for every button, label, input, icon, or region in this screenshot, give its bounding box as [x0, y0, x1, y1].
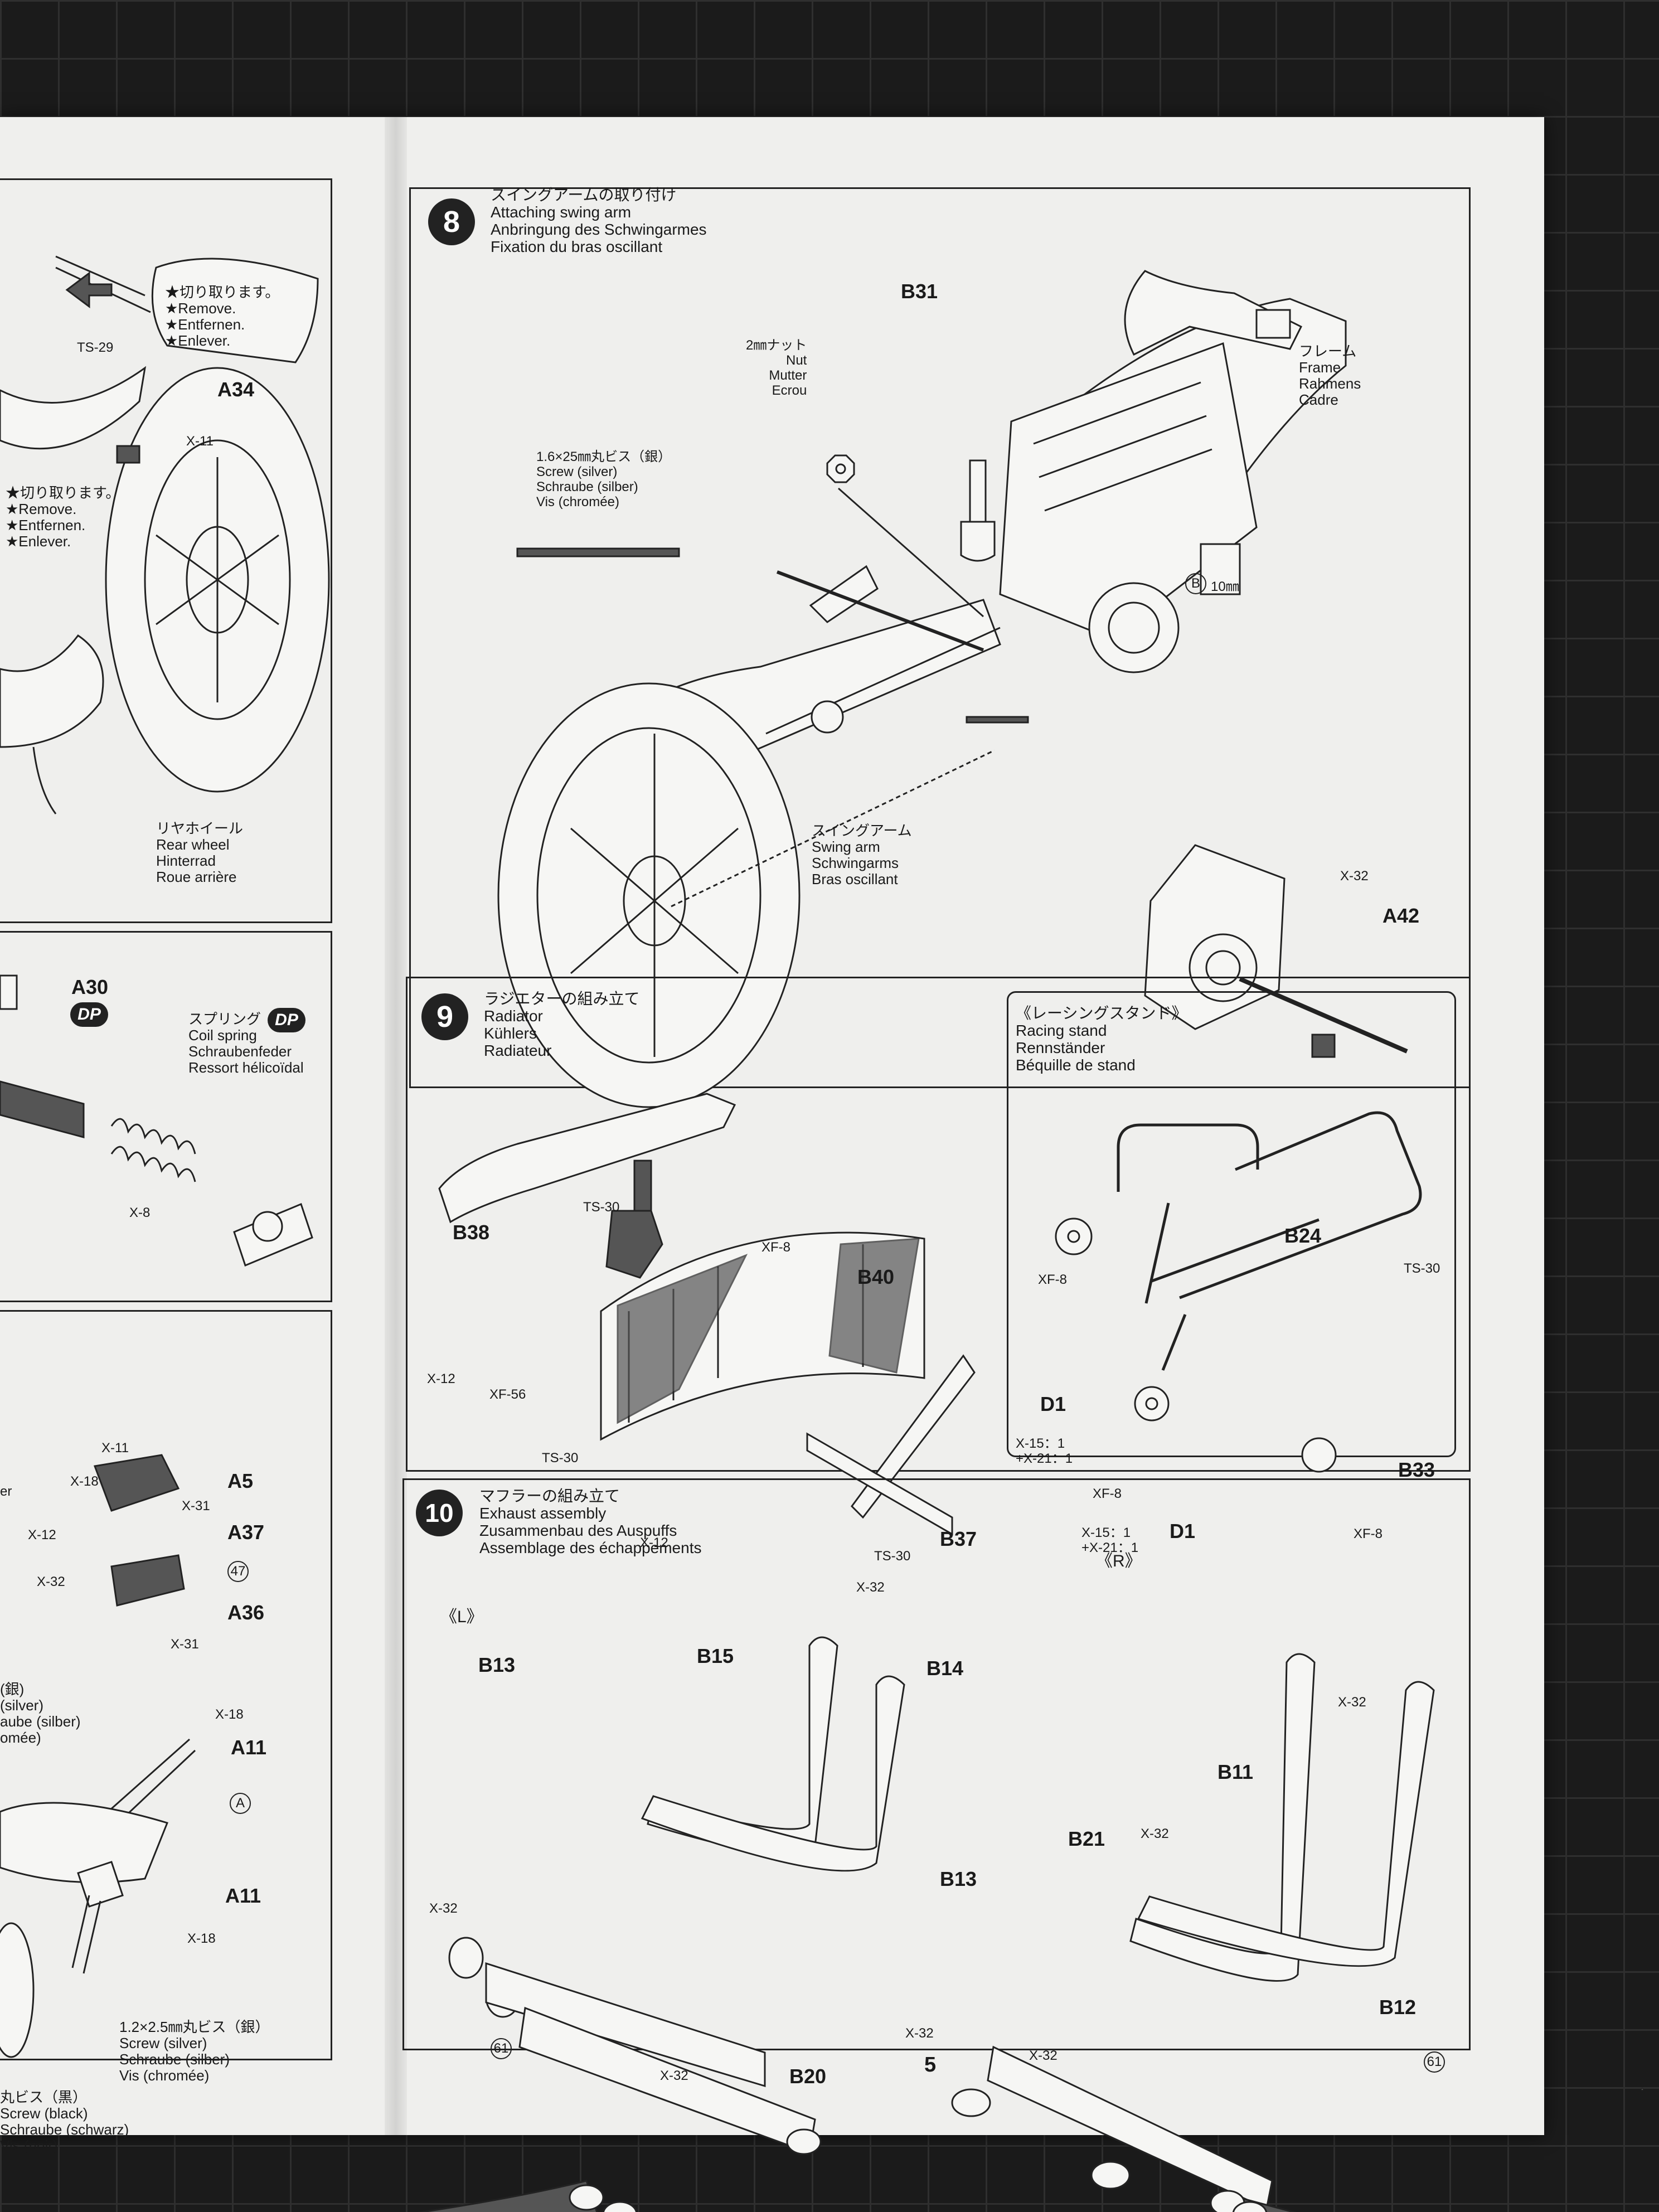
label-a11-a: A11 [231, 1736, 267, 1759]
label-x32-4: X-32 [1338, 1695, 1366, 1710]
nut-label: 2㎜ナット Nut Mutter Ecrou [746, 338, 807, 398]
left-middle-panel [0, 931, 332, 1302]
label-b20: B20 [789, 2065, 827, 2088]
label-x32: X-32 [37, 1574, 65, 1589]
label-er: er [0, 1484, 12, 1499]
label-x32-2: X-32 [429, 1901, 458, 1916]
label-x31-a: X-31 [182, 1498, 210, 1514]
label-xf8-stand-c: XF-8 [1354, 1526, 1383, 1541]
label-a5: A5 [227, 1469, 254, 1492]
dp-badge-2: DP [268, 1008, 305, 1032]
rear-wheel-drawing [0, 255, 330, 814]
label-x12-b: X-12 [640, 1535, 668, 1550]
label-x12-a: X-12 [427, 1371, 455, 1386]
label-b11: B11 [1217, 1760, 1254, 1783]
racing-stand-drawing [1055, 1111, 1644, 2091]
left-side-tag: 《L》 [440, 1608, 483, 1626]
cut-note-2: ★切り取ります。 ★Remove. ★Entfernen. ★Enlever. [6, 484, 120, 550]
label-a36: A36 [227, 1601, 265, 1624]
label-ts30-b: TS-30 [542, 1451, 579, 1466]
label-x32-7: X-32 [1029, 2048, 1058, 2063]
step8-panel [409, 187, 1471, 1088]
label-x18-b: X-18 [215, 1707, 244, 1722]
instruction-sheet: ★切り取ります。 ★Remove. ★Entfernen. ★Enlever. … [0, 117, 1644, 2212]
racing-stand-title: 《レーシングスタンド》 Racing stand Rennständer Béq… [1016, 1005, 1187, 1074]
exhaust-drawing [417, 1636, 1435, 2212]
label-d1-b: D1 [1170, 1520, 1196, 1542]
motorcycle-frame-drawing [497, 270, 1408, 1108]
label-b13-a: B13 [478, 1653, 516, 1676]
frame-label: フレーム Frame Rahmens Cadre [1299, 343, 1361, 408]
label-b13-b: B13 [940, 1867, 977, 1890]
label-ts30-c: TS-30 [874, 1549, 911, 1564]
mix-ratio-1: X-15：1 +X-21：1 [1016, 1436, 1073, 1466]
label-ts30-stand: TS-30 [1404, 1261, 1440, 1276]
footrest-drawing [0, 1454, 196, 2058]
ref-61-b: 61 [1424, 2051, 1445, 2073]
label-x18-c: X-18 [187, 1931, 216, 1946]
label-x32-6: X-32 [905, 2026, 934, 2041]
mark-a: A [230, 1793, 251, 1814]
cut-note-1: ★切り取ります。 ★Remove. ★Entfernen. ★Enlever. [165, 284, 280, 349]
label-ts29: TS-29 [77, 340, 114, 355]
label-d1-a: D1 [1040, 1393, 1066, 1415]
ref-61-a: 61 [491, 2038, 512, 2059]
step8-number: 8 [428, 198, 475, 245]
ref-47: 47 [227, 1561, 249, 1582]
label-xf8-stand-a: XF-8 [1038, 1272, 1068, 1287]
spring-label: スプリング Coil spring Schraubenfeder Ressort… [188, 1011, 304, 1076]
label-x8: X-8 [129, 1205, 151, 1220]
label-b21: B21 [1068, 1827, 1105, 1850]
screw-black-label: 丸ビス（黒） Screw (black) Schraube (schwarz) … [0, 2089, 129, 2154]
label-a42: A42 [1382, 904, 1420, 927]
label-x11-b: X-11 [101, 1440, 129, 1456]
swing-arm-label: スイングアーム Swing arm Schwingarms Bras oscil… [812, 822, 912, 887]
mark-b: B [1185, 573, 1206, 594]
label-a37: A37 [227, 1521, 265, 1544]
left-bottom-panel [0, 1310, 332, 2060]
step10-number: 10 [416, 1490, 463, 1536]
label-ts30-a: TS-30 [583, 1200, 620, 1215]
b-length: 10㎜ [1211, 579, 1239, 594]
label-b38: B38 [453, 1221, 490, 1244]
label-b15: B15 [697, 1645, 734, 1667]
screw-label-2: 1.2×2.5㎜丸ビス（銀） Screw (silver) Schraube (… [119, 2019, 270, 2084]
label-b40: B40 [857, 1265, 895, 1288]
label-b31: B31 [901, 280, 938, 303]
label-x11: X-11 [186, 434, 214, 449]
step9-number: 9 [421, 993, 468, 1040]
label-b24: B24 [1284, 1224, 1322, 1247]
label-x31-b: X-31 [171, 1637, 199, 1652]
label-a30: A30 [71, 976, 109, 998]
label-b12: B12 [1379, 1996, 1417, 2019]
label-b37: B37 [940, 1527, 977, 1550]
label-x18-a: X-18 [70, 1474, 99, 1489]
dp-badge-1: DP [70, 1002, 108, 1027]
label-a34: A34 [217, 378, 255, 401]
shock-absorber-drawing [0, 974, 313, 1267]
step9-title: ラジエターの組み立て Radiator Kühlers Radiateur [484, 990, 640, 1059]
silver-screw-label: (銀) (silver) aube (silber) omée) [0, 1681, 81, 1746]
right-side-tag: 《R》 [1096, 1552, 1142, 1570]
label-xf56: XF-56 [489, 1387, 526, 1402]
rear-wheel-label: リヤホイール Rear wheel Hinterrad Roue arrière [156, 820, 244, 885]
racing-stand-box [1007, 991, 1456, 1457]
label-x32-1: X-32 [856, 1580, 885, 1595]
step8-title: スイングアームの取り付け Attaching swing arm Anbring… [491, 186, 707, 255]
label-b14: B14 [926, 1657, 964, 1680]
page-number: 5 [924, 2053, 937, 2077]
left-top-panel [0, 178, 332, 923]
label-x32-s8: X-32 [1340, 869, 1369, 884]
radiator-drawing [438, 1093, 976, 1536]
screw-label: 1.6×25㎜丸ビス（銀） Screw (silver) Schraube (s… [536, 449, 672, 510]
label-x32-3: X-32 [660, 2068, 688, 2083]
label-xf8: XF-8 [761, 1240, 791, 1255]
label-a11-b: A11 [225, 1884, 261, 1907]
label-xf8-stand-b: XF-8 [1093, 1486, 1122, 1501]
label-x12: X-12 [28, 1527, 56, 1542]
step10-title: マフラーの組み立て Exhaust assembly Zusammenbau d… [479, 1487, 702, 1556]
mix-ratio-2: X-15：1 +X-21：1 [1081, 1525, 1139, 1555]
label-x32-5: X-32 [1141, 1826, 1169, 1841]
label-b33: B33 [1398, 1458, 1435, 1481]
